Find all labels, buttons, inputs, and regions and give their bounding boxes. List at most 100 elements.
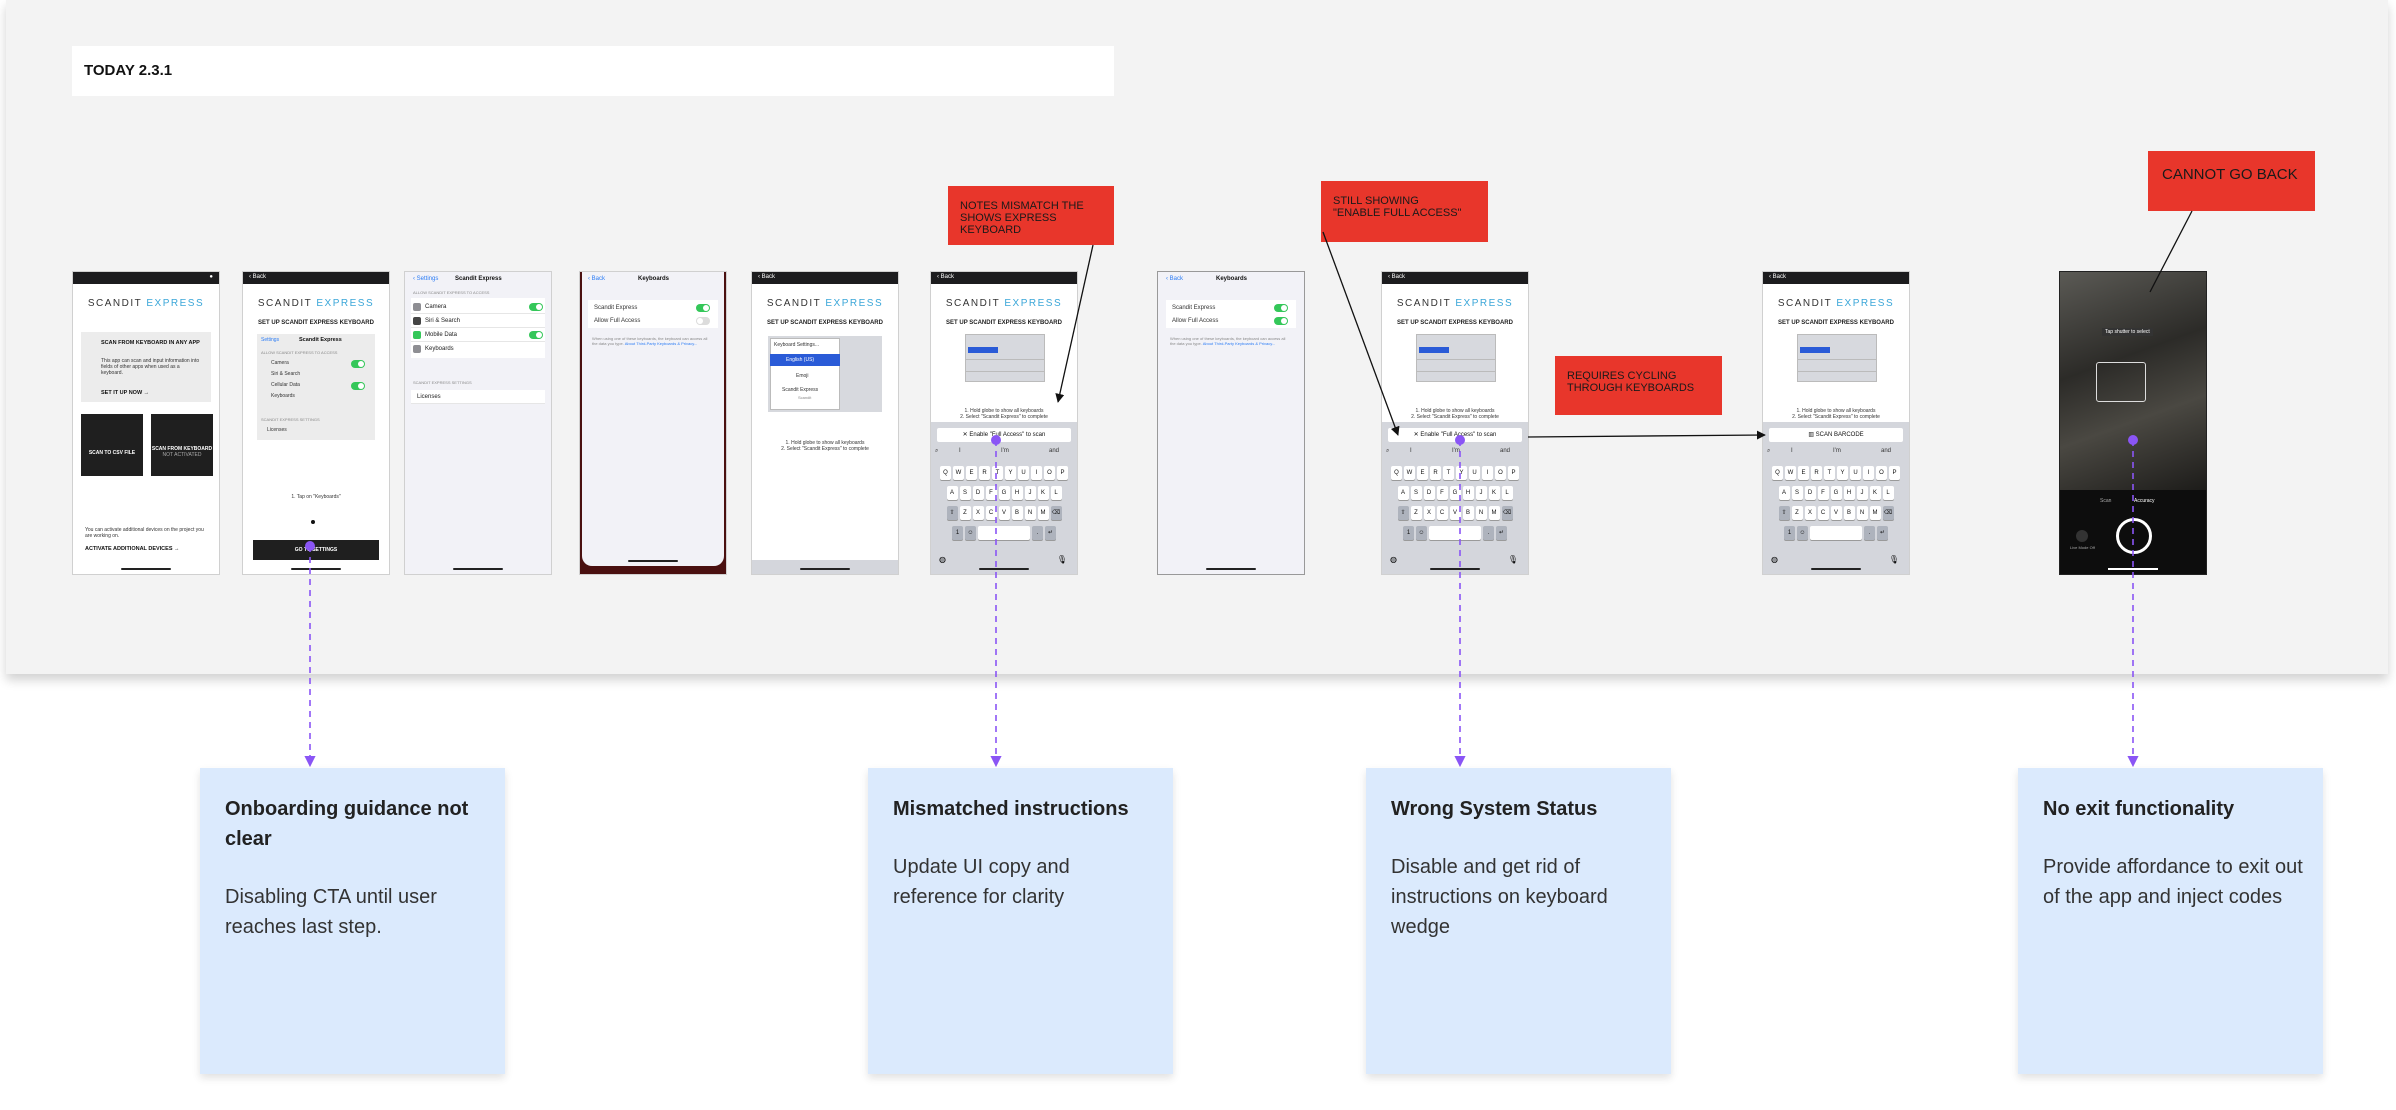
back-button[interactable]: ‹ Back xyxy=(758,274,776,280)
key[interactable]: X xyxy=(972,506,984,520)
shift-icon[interactable]: ⇧ xyxy=(1778,506,1790,520)
key[interactable]: A xyxy=(1778,486,1790,500)
key[interactable]: J xyxy=(1475,486,1487,500)
key[interactable]: Q xyxy=(1772,466,1783,480)
mobile-data-toggle[interactable] xyxy=(529,331,543,339)
key[interactable]: V xyxy=(1830,506,1842,520)
row-siri[interactable]: Siri & Search xyxy=(411,314,545,328)
key[interactable]: H xyxy=(1011,486,1023,500)
key[interactable]: F xyxy=(1436,486,1448,500)
key[interactable]: S xyxy=(959,486,971,500)
key[interactable]: N xyxy=(1475,506,1487,520)
back-button[interactable]: ‹ Settings xyxy=(413,276,439,282)
key[interactable]: G xyxy=(998,486,1010,500)
key[interactable]: R xyxy=(1811,466,1822,480)
key[interactable]: J xyxy=(1024,486,1036,500)
return-icon[interactable]: ↵ xyxy=(1877,526,1888,540)
note-cannot-go-back[interactable]: CANNOT GO BACK xyxy=(2148,151,2315,211)
search-icon[interactable]: ⌕ xyxy=(935,448,939,454)
key[interactable]: K xyxy=(1037,486,1049,500)
key[interactable]: S xyxy=(1791,486,1803,500)
key[interactable]: I xyxy=(1863,466,1874,480)
key[interactable]: A xyxy=(1397,486,1409,500)
emoji-icon[interactable]: ☺ xyxy=(1416,526,1427,540)
scan-to-csv-tile[interactable]: SCAN TO CSV FILE xyxy=(81,414,143,476)
suggestion-1[interactable]: I xyxy=(959,448,961,454)
key[interactable]: T xyxy=(1443,466,1454,480)
back-button[interactable]: ‹ Back xyxy=(588,276,606,282)
back-button[interactable]: ‹ Back xyxy=(1166,276,1184,282)
key[interactable]: L xyxy=(1501,486,1513,500)
finding-card-system-status[interactable]: Wrong System Status Disable and get rid … xyxy=(1366,768,1671,1074)
search-icon[interactable]: ⌕ xyxy=(1767,448,1771,454)
key[interactable]: E xyxy=(1417,466,1428,480)
mode-scan[interactable]: Scan xyxy=(2100,498,2112,504)
key[interactable]: D xyxy=(1804,486,1816,500)
key[interactable]: Y xyxy=(1005,466,1016,480)
back-button[interactable]: ‹ Back xyxy=(249,274,267,280)
key[interactable]: C xyxy=(1436,506,1448,520)
finding-card-mismatch[interactable]: Mismatched instructions Update UI copy a… xyxy=(868,768,1173,1074)
screen-setup-scan-barcode[interactable]: ‹ Back SCANDIT EXPRESS SET UP SCANDIT EX… xyxy=(1762,271,1910,575)
suggestion-1[interactable]: I xyxy=(1791,448,1793,454)
key[interactable]: Z xyxy=(1410,506,1422,520)
key[interactable]: M xyxy=(1488,506,1500,520)
key[interactable]: H xyxy=(1462,486,1474,500)
key[interactable]: J xyxy=(1856,486,1868,500)
key[interactable]: W xyxy=(1404,466,1415,480)
key[interactable]: O xyxy=(1495,466,1506,480)
key[interactable]: C xyxy=(1817,506,1829,520)
numbers-key[interactable]: 1 xyxy=(1784,526,1795,540)
menu-english[interactable]: English (US) xyxy=(786,357,815,363)
key[interactable]: I xyxy=(1482,466,1493,480)
suggestion-3[interactable]: and xyxy=(1049,448,1060,454)
note-mismatch[interactable]: NOTES MISMATCH THE SHOWS EXPRESS KEYBOAR… xyxy=(948,186,1114,245)
screen-setup-keyboard[interactable]: ‹ Back SCANDIT EXPRESS SET UP SCANDIT EX… xyxy=(930,271,1078,575)
numbers-key[interactable]: 1 xyxy=(952,526,963,540)
key[interactable]: X xyxy=(1423,506,1435,520)
row-keyboards[interactable]: Keyboards xyxy=(411,342,545,356)
grid-icon[interactable] xyxy=(2076,530,2088,542)
key[interactable]: Q xyxy=(1391,466,1402,480)
key[interactable]: R xyxy=(979,466,990,480)
back-button[interactable]: ‹ Back xyxy=(937,274,955,280)
key[interactable]: M xyxy=(1037,506,1049,520)
note-requires-cycling[interactable]: REQUIRES CYCLING THROUGH KEYBOARDS xyxy=(1555,356,1722,415)
key[interactable]: Z xyxy=(1791,506,1803,520)
suggestion-2[interactable]: I'm xyxy=(1452,448,1460,454)
hotspot-dot[interactable] xyxy=(305,541,315,551)
suggestion-3[interactable]: and xyxy=(1500,448,1511,454)
suggestion-1[interactable]: I xyxy=(1410,448,1412,454)
key[interactable]: A xyxy=(946,486,958,500)
key[interactable]: W xyxy=(953,466,964,480)
finding-card-no-exit[interactable]: No exit functionality Provide affordance… xyxy=(2018,768,2323,1074)
key[interactable]: D xyxy=(972,486,984,500)
key[interactable]: F xyxy=(985,486,997,500)
screen-keyboards-settings[interactable]: ‹ Back Keyboards Scandit Express Allow F… xyxy=(579,271,727,575)
backspace-icon[interactable]: ⌫ xyxy=(1882,506,1894,520)
scan-barcode-button[interactable]: ▥ SCAN BARCODE xyxy=(1769,428,1903,442)
row-mobile-data[interactable]: Mobile Data xyxy=(411,328,545,342)
key[interactable]: Y xyxy=(1837,466,1848,480)
search-icon[interactable]: ⌕ xyxy=(1386,448,1390,454)
full-access-toggle[interactable] xyxy=(696,317,710,325)
scandit-express-toggle[interactable] xyxy=(1274,304,1288,312)
key[interactable]: Y xyxy=(1456,466,1467,480)
go-to-settings-button[interactable]: GO TO SETTINGS xyxy=(253,540,379,560)
key[interactable]: H xyxy=(1843,486,1855,500)
back-button[interactable]: ‹ Back xyxy=(1769,274,1787,280)
backspace-icon[interactable]: ⌫ xyxy=(1050,506,1062,520)
globe-icon[interactable]: ◍ xyxy=(1390,555,1397,564)
period-key[interactable]: . xyxy=(1032,526,1043,540)
key[interactable]: V xyxy=(1449,506,1461,520)
key[interactable]: V xyxy=(998,506,1010,520)
key[interactable]: K xyxy=(1869,486,1881,500)
microphone-icon[interactable]: 🎙 xyxy=(1507,555,1518,564)
frame-title-bar[interactable]: TODAY 2.3.1 xyxy=(72,46,1114,96)
key[interactable]: P xyxy=(1508,466,1519,480)
screen-home[interactable]: ● SCANDIT EXPRESS SCAN FROM KEYBOARD IN … xyxy=(72,271,220,575)
space-key[interactable] xyxy=(1429,526,1481,540)
shift-icon[interactable]: ⇧ xyxy=(1397,506,1409,520)
screen-setup-settings[interactable]: ‹ Back SCANDIT EXPRESS SET UP SCANDIT EX… xyxy=(242,271,390,575)
emoji-icon[interactable]: ☺ xyxy=(965,526,976,540)
